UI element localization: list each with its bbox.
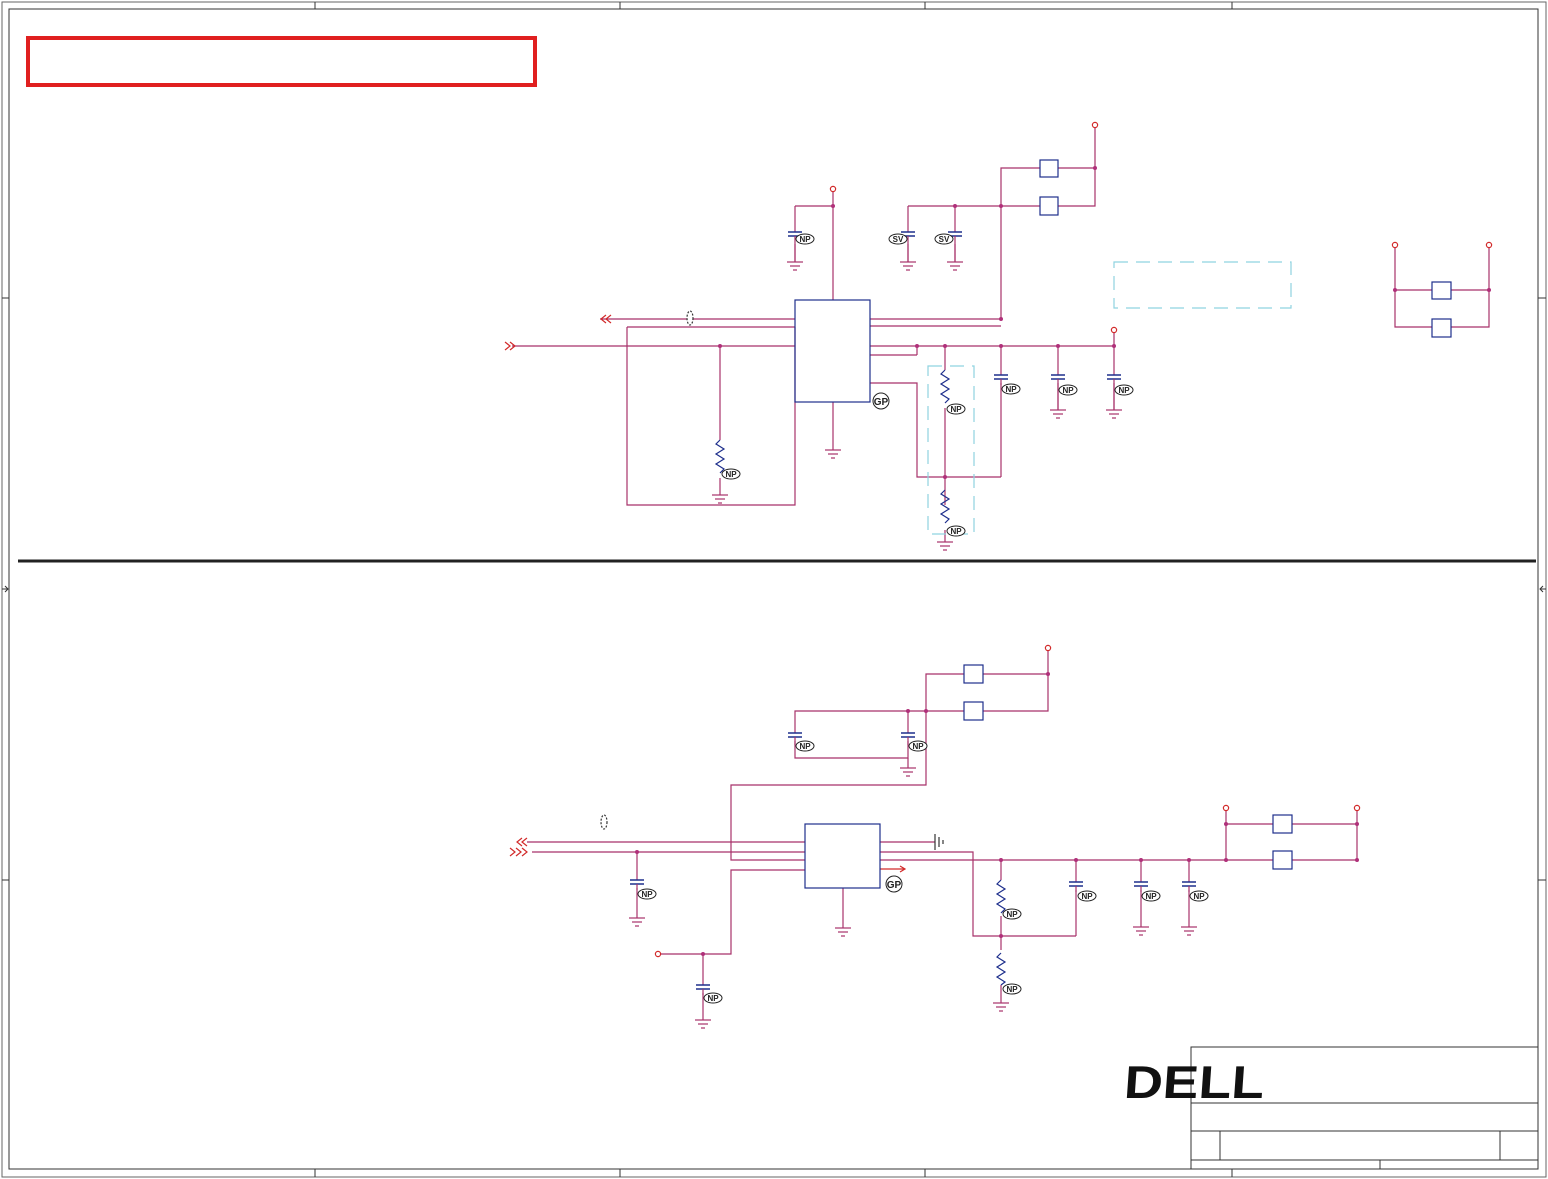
label-np: NP (1062, 386, 1074, 395)
label-np: NP (641, 890, 653, 899)
part-labels-bottom: NP NP NP NP NP NP NP NP NP GP (637, 740, 1209, 1004)
note-box-resistor-group (927, 365, 975, 535)
label-np: NP (1006, 985, 1018, 994)
top-circuit: NP SV SV NP NP NP NP NP NP GP (504, 121, 1493, 551)
label-np: NP (1145, 892, 1157, 901)
label-np: NP (1193, 892, 1205, 901)
bottom-circuit: NP NP NP NP NP NP NP NP NP GP (509, 644, 1361, 1029)
label-gp: GP (874, 397, 889, 408)
title-highlight-box (26, 36, 537, 87)
bead-bottom-2 (963, 701, 984, 721)
chassis-ground (934, 834, 944, 850)
ic-u1 (794, 299, 871, 403)
test-point-top (686, 310, 694, 326)
jumper-bottom-1 (1272, 814, 1293, 834)
bead-top-2 (1039, 196, 1059, 216)
label-np: NP (950, 527, 962, 536)
label-gp: GP (887, 880, 902, 891)
label-np: NP (1081, 892, 1093, 901)
dell-logo: DELL (1123, 1056, 1267, 1108)
label-np: NP (799, 235, 811, 244)
note-box-top-right (1113, 261, 1292, 309)
label-np: NP (1006, 910, 1018, 919)
bead-top-1 (1039, 159, 1059, 178)
label-np: NP (950, 405, 962, 414)
dell-logo-text: DELL (1123, 1056, 1267, 1108)
label-np: NP (707, 994, 719, 1003)
title-block (1190, 1046, 1539, 1170)
jumper-bottom-2 (1272, 850, 1293, 870)
label-np: NP (912, 742, 924, 751)
label-np: NP (725, 470, 737, 479)
test-point-bottom (600, 814, 608, 830)
label-np: NP (799, 742, 811, 751)
jumper-right-1 (1431, 281, 1452, 300)
ic-u2 (804, 823, 881, 889)
label-np: NP (1005, 385, 1017, 394)
part-labels-top: NP SV SV NP NP NP NP NP NP GP (721, 233, 1134, 537)
label-np: NP (1118, 386, 1130, 395)
label-sv: SV (893, 235, 904, 244)
jumper-right-2 (1431, 318, 1452, 338)
label-sv: SV (939, 235, 950, 244)
bead-bottom-1 (963, 664, 984, 684)
